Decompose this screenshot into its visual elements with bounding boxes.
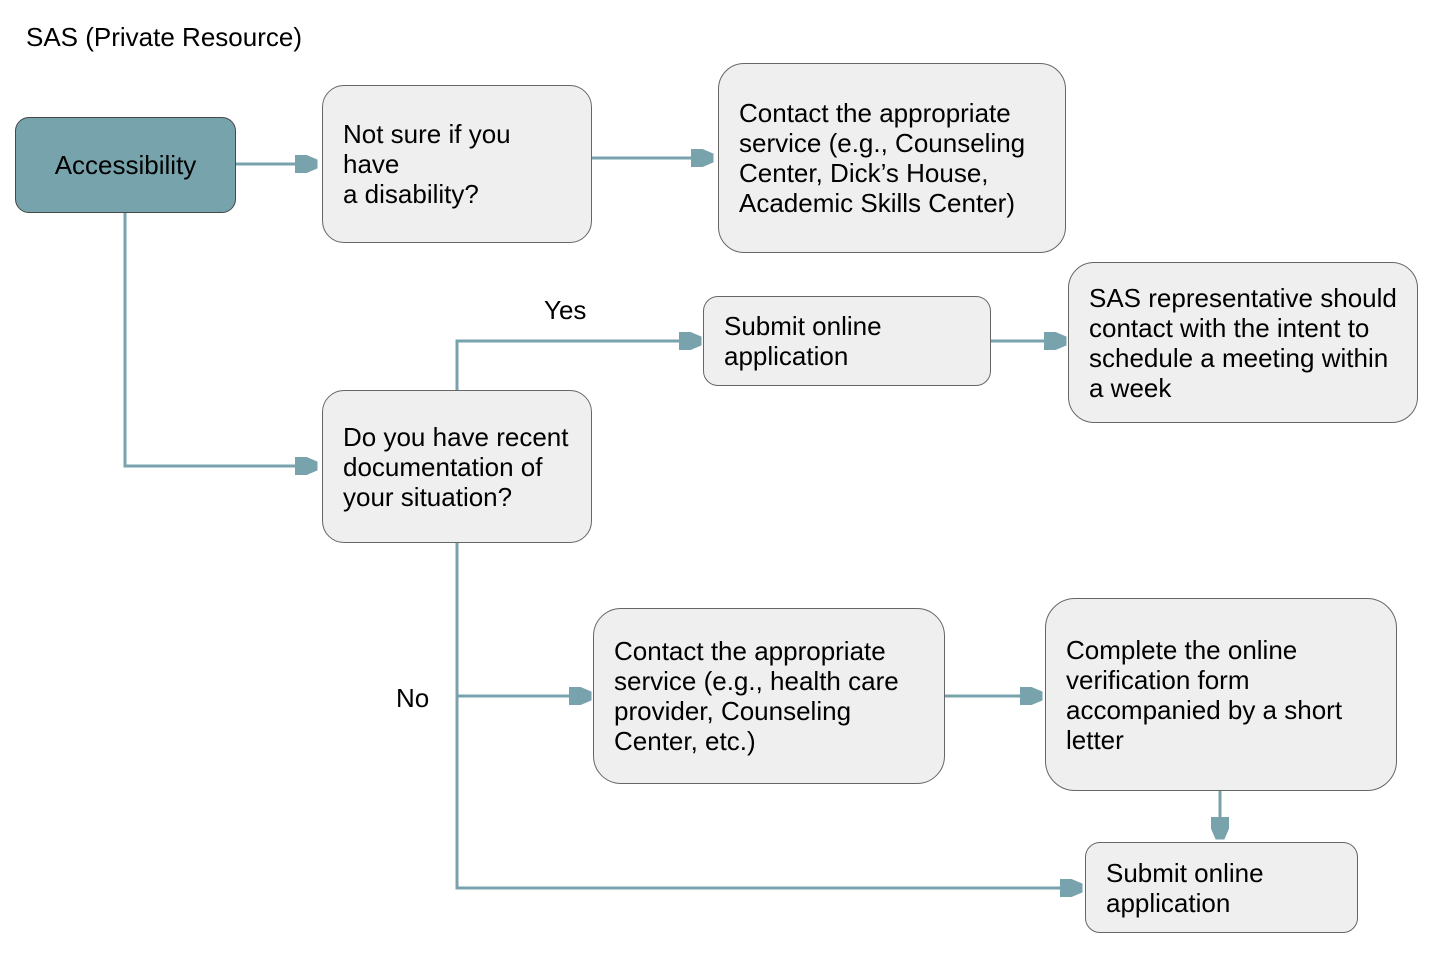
node-submit-online-application-yes[interactable]: Submit online application	[703, 296, 991, 386]
node-not-sure-disability[interactable]: Not sure if you have a disability?	[322, 85, 592, 243]
node-complete-verification-form-label: Complete the online verification form ac…	[1066, 634, 1343, 755]
diagram-title: SAS (Private Resource)	[26, 22, 302, 52]
node-contact-counseling-service-label: Contact the appropriate service (e.g., C…	[739, 98, 1026, 218]
node-sas-representative-contact-label: SAS representative should contact with t…	[1089, 282, 1397, 403]
node-complete-verification-form[interactable]: Complete the online verification form ac…	[1045, 598, 1397, 791]
edge-decision-yes-to-submit	[455, 341, 699, 390]
edge-accessibility-to-decision	[123, 213, 315, 466]
node-not-sure-disability-label: Not sure if you have a disability?	[343, 119, 511, 209]
node-contact-counseling-service[interactable]: Contact the appropriate service (e.g., C…	[718, 63, 1066, 253]
node-sas-representative-contact[interactable]: SAS representative should contact with t…	[1068, 262, 1418, 423]
node-accessibility-label: Accessibility	[54, 150, 197, 180]
node-submit-online-application-final-label: Submit online application	[1106, 857, 1264, 918]
node-accessibility[interactable]: Accessibility	[15, 117, 236, 213]
node-submit-online-application-final[interactable]: Submit online application	[1085, 842, 1358, 933]
node-contact-health-service-label: Contact the appropriate service (e.g., h…	[614, 636, 899, 756]
edge-label-yes: Yes	[544, 295, 587, 325]
edge-label-no: No	[396, 683, 430, 713]
node-contact-health-service[interactable]: Contact the appropriate service (e.g., h…	[593, 608, 945, 784]
node-recent-documentation-decision-label: Do you have recent documentation of your…	[343, 421, 569, 512]
node-submit-online-application-yes-label: Submit online application	[724, 311, 882, 371]
node-recent-documentation-decision[interactable]: Do you have recent documentation of your…	[322, 390, 592, 543]
